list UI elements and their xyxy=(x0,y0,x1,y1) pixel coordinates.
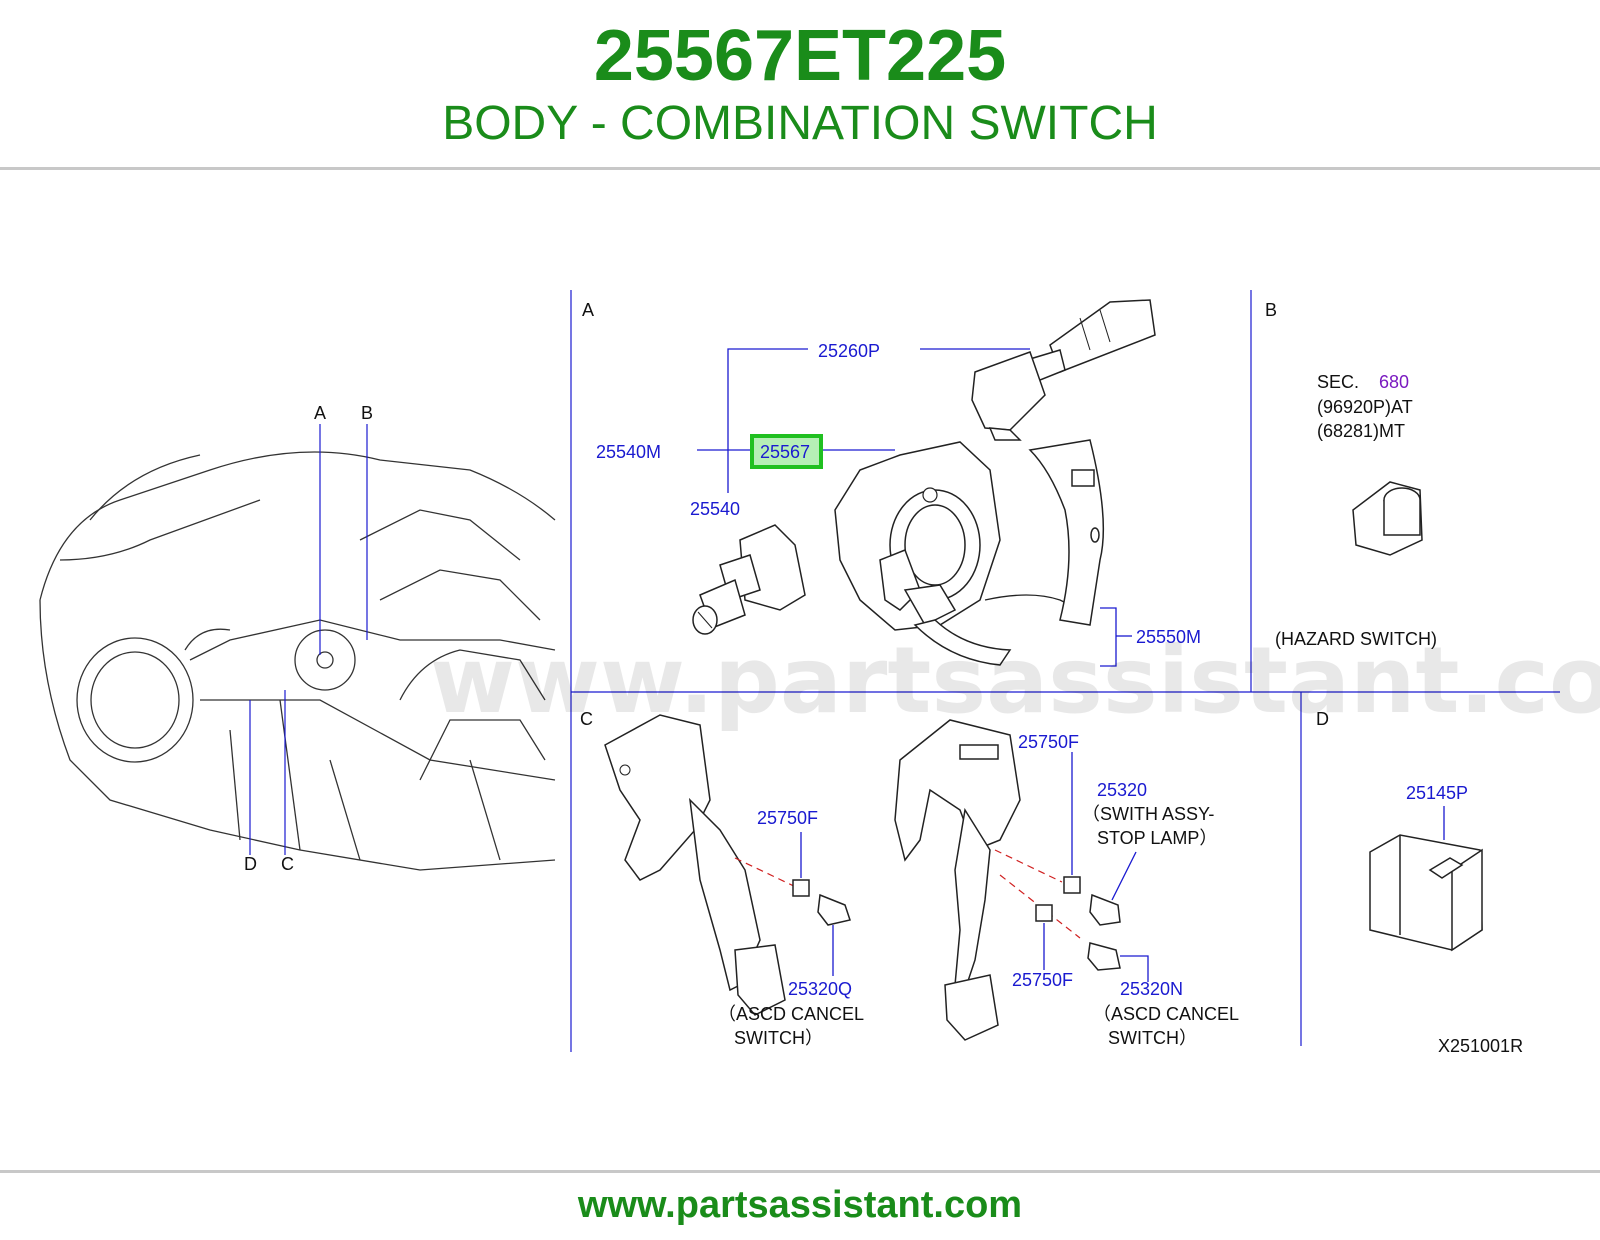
hazard-switch-caption: (HAZARD SWITCH) xyxy=(1275,629,1437,649)
callout-25145P: 25145P xyxy=(1406,783,1468,803)
stopper-and-switches xyxy=(792,876,1121,971)
overview-label-b: B xyxy=(361,403,373,423)
ascd-right-caption-line1: （ASCD CANCEL xyxy=(1093,1004,1239,1024)
overview-label-d: D xyxy=(244,854,257,874)
parts-diagram: A B D C A 25260P 25540M 25567 25540 2555… xyxy=(39,290,1600,1056)
combination-switch-stalk xyxy=(971,299,1156,441)
overview-pointers xyxy=(249,424,368,855)
callout-25750F-left: 25750F xyxy=(757,808,818,828)
brake-pedal-assembly xyxy=(894,719,1021,1041)
callout-25750F-bottom: 25750F xyxy=(1012,970,1073,990)
callout-25540: 25540 xyxy=(690,499,740,519)
ref-68281-mt: (68281)MT xyxy=(1317,421,1405,441)
install-guide-lines xyxy=(734,849,1081,939)
ref-96920p-at: (96920P)AT xyxy=(1317,397,1413,417)
section-c-leaders xyxy=(800,752,1149,982)
overview-label-c: C xyxy=(281,854,294,874)
section-a-label: A xyxy=(582,300,594,320)
part-number-title: 25567ET225 xyxy=(593,16,1007,96)
sec-prefix: SEC. xyxy=(1317,372,1359,392)
section-c-label: C xyxy=(580,709,593,729)
stop-lamp-caption-line2: STOP LAMP） xyxy=(1097,828,1217,848)
header-divider xyxy=(0,167,1600,170)
figure-code: X251001R xyxy=(1438,1036,1523,1056)
switch-25145P xyxy=(1369,834,1483,952)
section-b-label: B xyxy=(1265,300,1277,320)
callout-25550M: 25550M xyxy=(1136,627,1201,647)
lighting-switch xyxy=(692,524,806,635)
steering-switch-cover xyxy=(1028,439,1105,626)
callout-25320N: 25320N xyxy=(1120,979,1183,999)
footer-divider xyxy=(0,1170,1600,1173)
section-dividers xyxy=(570,290,1560,1052)
callout-25260P: 25260P xyxy=(818,341,880,361)
spiral-cable-assembly xyxy=(834,441,1081,666)
section-a-leaders xyxy=(697,348,1132,667)
hazard-switch xyxy=(1352,481,1423,556)
ascd-right-caption-line2: SWITCH） xyxy=(1108,1028,1197,1048)
ascd-left-caption-line1: （ASCD CANCEL xyxy=(718,1004,864,1024)
sec-number-link[interactable]: 680 xyxy=(1379,372,1409,392)
vehicle-interior-overview xyxy=(39,451,556,871)
ascd-left-caption-line2: SWITCH） xyxy=(734,1028,823,1048)
clutch-pedal-assembly xyxy=(604,714,786,1016)
highlighted-part-box xyxy=(750,434,823,469)
part-category-title: BODY - COMBINATION SWITCH xyxy=(442,97,1158,150)
overview-label-a: A xyxy=(314,403,326,423)
header: 25567ET225 BODY - COMBINATION SWITCH xyxy=(0,0,1600,168)
callout-25320Q: 25320Q xyxy=(788,979,852,999)
callout-25320: 25320 xyxy=(1097,780,1147,800)
footer-website-link[interactable]: www.partsassistant.com xyxy=(577,1184,1023,1226)
section-d-label: D xyxy=(1316,709,1329,729)
callout-25540M: 25540M xyxy=(596,442,661,462)
watermark: www.partsassistant.com xyxy=(430,627,1600,734)
stop-lamp-caption-line1: （SWITH ASSY- xyxy=(1082,804,1214,824)
callout-25567: 25567 xyxy=(760,442,810,462)
callout-25750F-top: 25750F xyxy=(1018,732,1079,752)
